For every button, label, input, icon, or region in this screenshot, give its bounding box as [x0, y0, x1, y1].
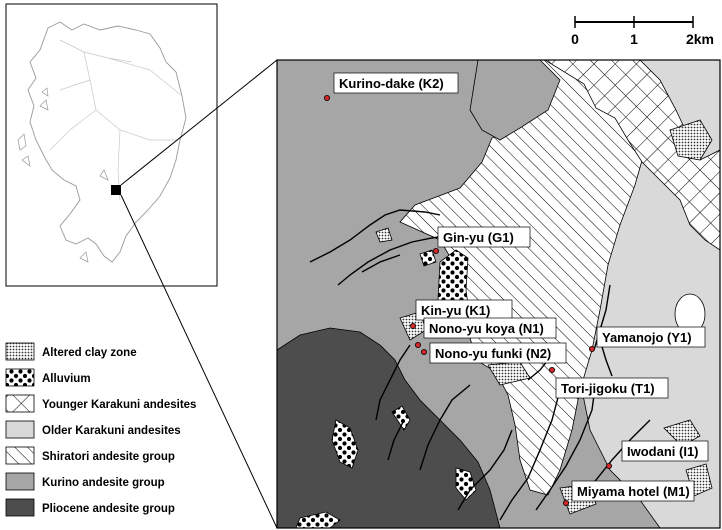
site-label-I1: Iwodani (I1)	[627, 444, 699, 459]
inset-map-kyushu	[5, 3, 218, 287]
legend-label-older-karakuni: Older Karakuni andesites	[42, 425, 181, 437]
legend-item-altered-clay: Altered clay zone	[5, 342, 137, 361]
legend-label-shiratori: Shiratori andesite group	[42, 451, 175, 463]
site-point-Y1	[589, 345, 596, 352]
scale-bar: 0 1 2km	[571, 16, 714, 47]
legend-label-pliocene: Pliocene andesite group	[42, 503, 175, 515]
site-point-I1	[606, 462, 613, 469]
study-area-marker	[111, 185, 121, 195]
prefecture-borders	[49, 39, 183, 201]
legend-item-younger-karakuni: Younger Karakuni andesites	[5, 394, 196, 413]
connector-line-bottom	[120, 194, 278, 529]
site-label-G1: Gin-yu (G1)	[443, 230, 514, 245]
scale-tick-0: 0	[571, 31, 579, 47]
site-label-Y1: Yamanojo (Y1)	[602, 330, 692, 345]
site-label-N1: Nono-yu koya (N1)	[429, 321, 544, 336]
site-label-T1: Tori-jigoku (T1)	[561, 381, 655, 396]
site-label-M1: Miyama hotel (M1)	[577, 484, 690, 499]
site-point-K1	[409, 322, 416, 329]
main-map-frame	[276, 59, 721, 529]
site-label-N2: Nono-yu funki (N2)	[435, 346, 551, 361]
scale-tick-1: 1	[630, 31, 638, 47]
legend: Altered clay zone Alluvium Younger Karak…	[5, 342, 196, 517]
legend-item-shiratori: Shiratori andesite group	[5, 446, 175, 465]
islands	[17, 87, 109, 263]
site-point-N2	[420, 348, 427, 355]
streams	[309, 209, 651, 521]
legend-item-older-karakuni: Older Karakuni andesites	[5, 420, 181, 439]
scale-tick-2: 2km	[686, 31, 714, 47]
site-label-K2: Kurino-dake (K2)	[339, 76, 444, 91]
main-geologic-map: Kurino-dake (K2) Gin-yu (G1) Kin-yu (K1)…	[277, 60, 720, 528]
legend-label-altered-clay: Altered clay zone	[42, 347, 137, 359]
site-labels: Kurino-dake (K2) Gin-yu (G1) Kin-yu (K1)…	[333, 72, 709, 502]
legend-label-younger-karakuni: Younger Karakuni andesites	[42, 399, 196, 411]
site-points	[323, 95, 613, 506]
legend-label-alluvium: Alluvium	[42, 373, 91, 385]
unit-kurino-dake-lobe	[469, 60, 561, 141]
unit-shiratori-andesite	[399, 60, 646, 496]
legend-item-pliocene: Pliocene andesite group	[5, 498, 175, 517]
site-point-N1	[414, 341, 421, 348]
kyushu-outline	[27, 21, 187, 263]
connector-line-top	[120, 59, 278, 186]
site-point-M1	[563, 499, 570, 506]
legend-item-alluvium: Alluvium	[5, 368, 91, 387]
site-point-K2	[323, 95, 330, 102]
site-point-G1	[432, 247, 439, 254]
unit-pliocene-andesite	[277, 327, 501, 528]
site-label-K1: Kin-yu (K1)	[421, 303, 490, 318]
legend-label-kurino: Kurino andesite group	[42, 477, 165, 489]
legend-item-kurino: Kurino andesite group	[5, 472, 165, 491]
site-point-T1	[549, 366, 556, 373]
